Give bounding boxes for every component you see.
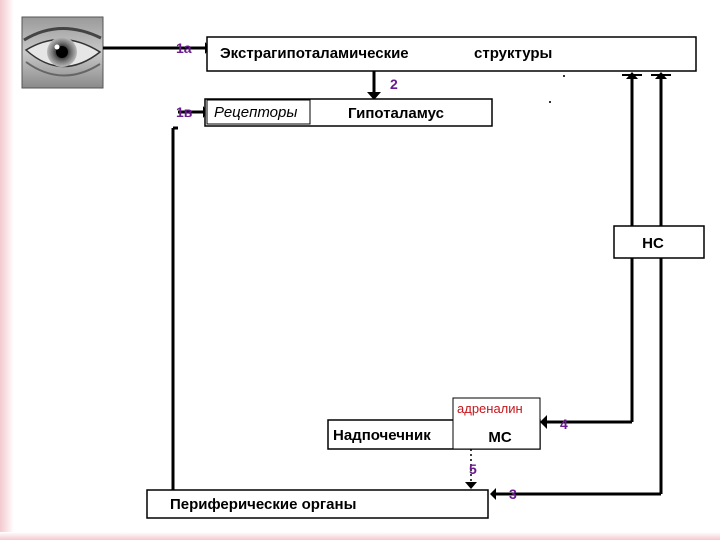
ns-box: НС xyxy=(613,225,705,259)
stray-mark xyxy=(549,101,551,103)
peripheral-label: Периферические органы xyxy=(170,496,356,513)
adrenaline-label: адреналин xyxy=(457,401,523,416)
stray-mark xyxy=(563,75,565,77)
adrenal-label: Надпочечник xyxy=(333,427,431,444)
number-1b: 1в xyxy=(176,104,193,120)
bottom-edge-gradient xyxy=(0,532,720,540)
receptors-label: Рецепторы xyxy=(214,104,297,121)
extrahypothalamic-label: Экстрагипоталамические xyxy=(220,45,409,62)
number-1a: 1а xyxy=(176,40,192,56)
ns-label: НС xyxy=(642,235,664,252)
peripheral-box: Периферические органы xyxy=(146,489,489,519)
eye-photo-icon xyxy=(21,16,104,89)
left-edge-gradient xyxy=(0,0,14,540)
ms-cell xyxy=(452,397,541,450)
ms-label: МС xyxy=(488,429,511,446)
number-5: 5 xyxy=(469,461,477,477)
arrow-4-icon xyxy=(540,415,547,429)
arrow-5-icon xyxy=(465,482,477,489)
extrahypothalamic-box: Экстрагипоталамические структуры xyxy=(206,36,697,72)
number-4: 4 xyxy=(560,416,568,432)
hypothalamus-box: Рецепторы Гипоталамус xyxy=(204,98,493,127)
arrow-ns-right-up-icon xyxy=(655,72,667,79)
arrow-3-icon xyxy=(490,488,496,500)
number-3: 3 xyxy=(509,486,517,502)
adrenal-box: Надпочечник адреналин МС xyxy=(327,397,541,450)
receptors-cell xyxy=(206,99,311,125)
arrow-ns-left-up-icon xyxy=(626,72,638,79)
arrow-2-icon xyxy=(367,92,381,100)
structures-label: структуры xyxy=(474,45,552,62)
number-2: 2 xyxy=(390,76,398,92)
hypothalamus-label: Гипоталамус xyxy=(348,105,444,122)
